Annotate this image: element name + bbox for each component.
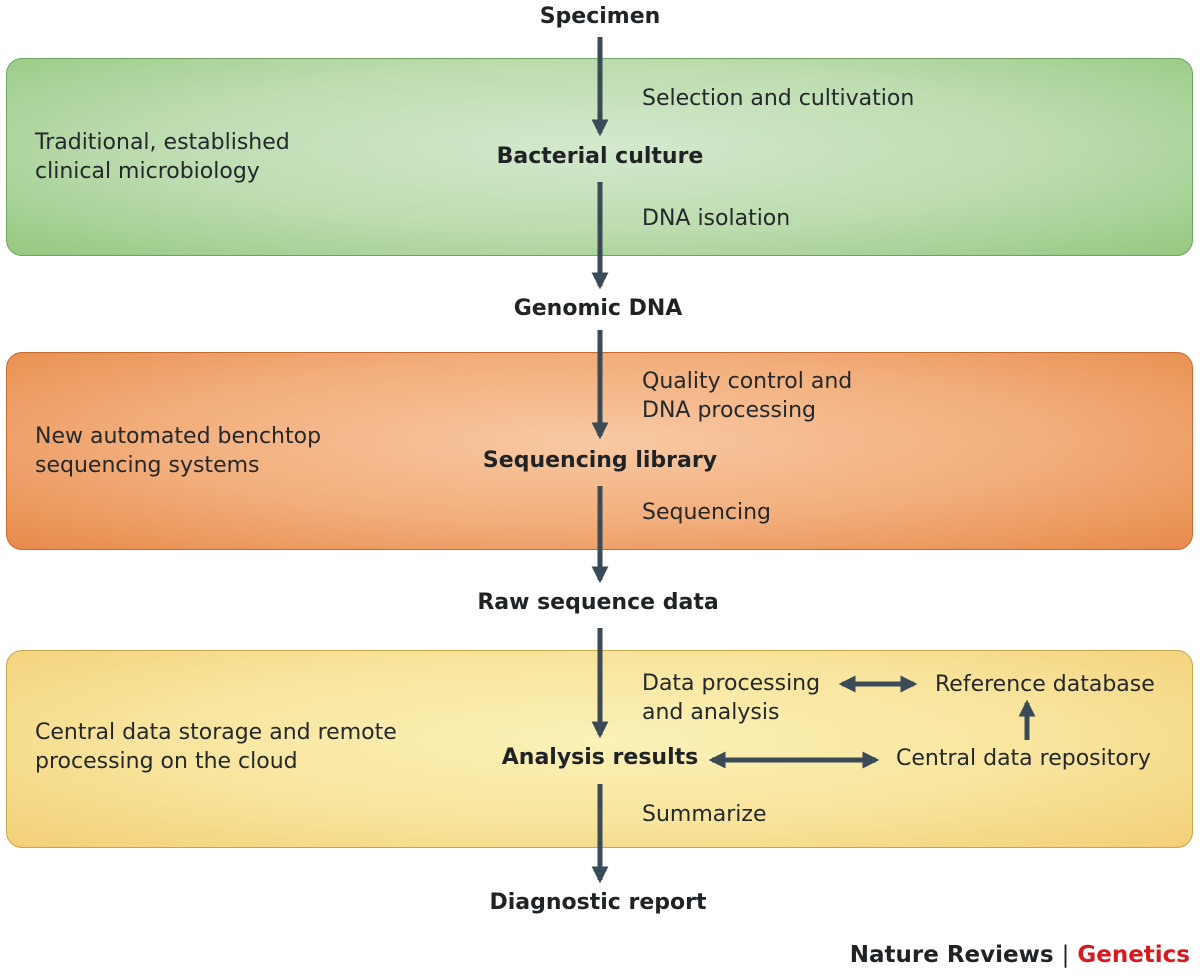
- node-genomic-dna: Genomic DNA: [513, 296, 683, 321]
- publisher-credit: Nature Reviews | Genetics: [850, 942, 1190, 968]
- node-central-data-repository: Central data repository: [896, 746, 1151, 771]
- node-sequencing-library: Sequencing library: [482, 448, 718, 473]
- node-raw-sequence-data: Raw sequence data: [477, 590, 719, 615]
- step-summarize: Summarize: [642, 802, 767, 827]
- credit-section: Genetics: [1077, 942, 1190, 968]
- node-analysis-results: Analysis results: [501, 745, 699, 770]
- node-reference-database: Reference database: [935, 672, 1155, 697]
- credit-journal: Nature Reviews: [849, 942, 1054, 968]
- panel-label-cloud: Central data storage and remote processi…: [35, 720, 397, 774]
- panel-label-traditional: Traditional, established clinical microb…: [35, 130, 290, 184]
- credit-separator: |: [1061, 942, 1070, 968]
- step-data-processing: Data processing and analysis: [642, 671, 821, 725]
- panel-label-benchtop: New automated benchtop sequencing system…: [35, 424, 322, 478]
- node-specimen: Specimen: [539, 4, 661, 29]
- step-quality-control: Quality control and DNA processing: [642, 369, 853, 423]
- step-selection-cultivation: Selection and cultivation: [642, 86, 915, 111]
- node-diagnostic-report: Diagnostic report: [489, 890, 707, 915]
- step-sequencing: Sequencing: [642, 500, 772, 525]
- node-bacterial-culture: Bacterial culture: [496, 144, 704, 169]
- step-dna-isolation: DNA isolation: [642, 206, 791, 231]
